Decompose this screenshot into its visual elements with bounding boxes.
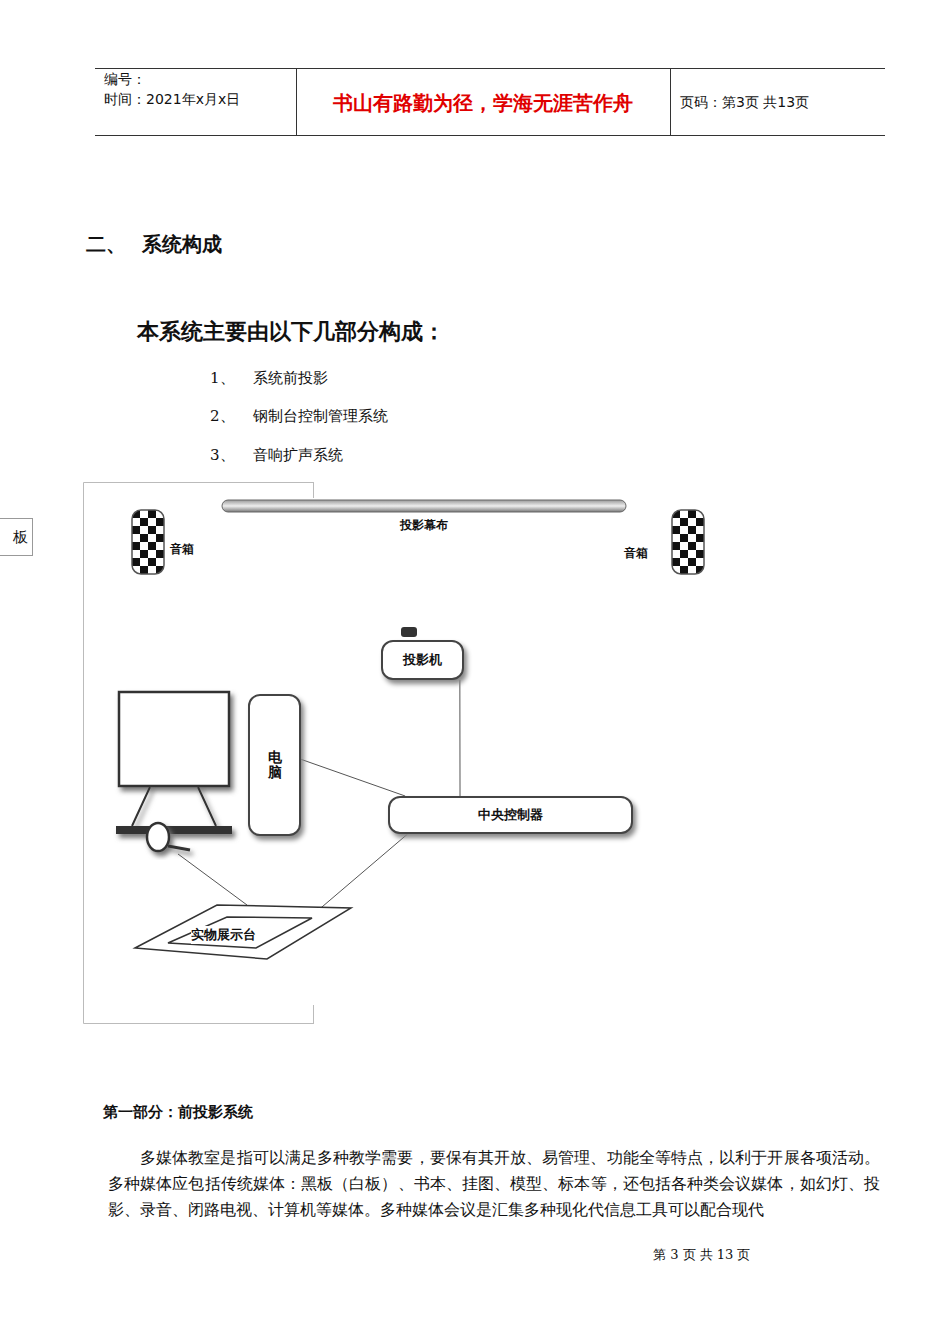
connector xyxy=(321,834,408,908)
lead-text: 本系统主要由以下几部分构成： xyxy=(137,318,445,347)
header-divider xyxy=(296,68,297,136)
connector xyxy=(301,759,405,796)
header-rule xyxy=(95,68,885,69)
projector-lens xyxy=(401,627,417,637)
node-label: 中央控制器 xyxy=(478,806,543,824)
speaker: 音箱 xyxy=(126,506,210,580)
section-number: 二、 xyxy=(86,231,126,257)
list-item: 音响扩声系统 xyxy=(253,446,343,466)
speaker-icon xyxy=(130,508,168,578)
connector xyxy=(459,680,460,796)
computer-box: 电脑 xyxy=(248,694,301,836)
whiteboard-box: 板 xyxy=(0,518,33,556)
list-number: 1、 xyxy=(210,369,235,389)
page-footer: 第 3 页 共 13 页 xyxy=(653,1247,750,1264)
camera-icon xyxy=(147,823,190,851)
page-number: 页码：第3页 共13页 xyxy=(680,93,809,111)
node-label: 实物展示台 xyxy=(191,926,256,944)
node-label: 投影幕布 xyxy=(400,517,448,534)
node-label: 电脑 xyxy=(268,750,282,781)
speaker-icon xyxy=(670,508,708,578)
camera-arm xyxy=(178,854,247,905)
projector-box: 投影机 xyxy=(381,640,464,680)
controller-box: 中央控制器 xyxy=(388,796,633,834)
document-camera-stage: 实物展示台 xyxy=(132,900,354,962)
header-rule xyxy=(95,135,885,136)
header-field: 编号： xyxy=(104,70,146,88)
list-item: 钢制台控制管理系统 xyxy=(253,407,388,427)
header-field: 时间：2021年x月x日 xyxy=(104,90,240,108)
motto: 书山有路勤为径，学海无涯苦作舟 xyxy=(300,90,666,116)
list-number: 2、 xyxy=(210,407,235,427)
speaker: 音箱 xyxy=(620,506,710,580)
node-label: 投影机 xyxy=(403,651,442,669)
node-label: 音箱 xyxy=(170,541,194,558)
projection-screen: 投影幕布 xyxy=(218,496,630,534)
node-label: 板 xyxy=(13,528,28,547)
node-label: 音箱 xyxy=(624,545,648,562)
list-number: 3、 xyxy=(210,446,235,466)
monitor-icon xyxy=(116,692,232,834)
part-heading: 第一部分：前投影系统 xyxy=(103,1103,253,1123)
header-divider xyxy=(670,68,671,136)
body-paragraph: 多媒体教室是指可以满足多种教学需要，要保有其开放、易管理、功能全等特点，以利于开… xyxy=(108,1145,880,1223)
list-item: 系统前投影 xyxy=(253,369,328,389)
screen-bar xyxy=(218,496,630,516)
section-title: 系统构成 xyxy=(142,231,222,257)
